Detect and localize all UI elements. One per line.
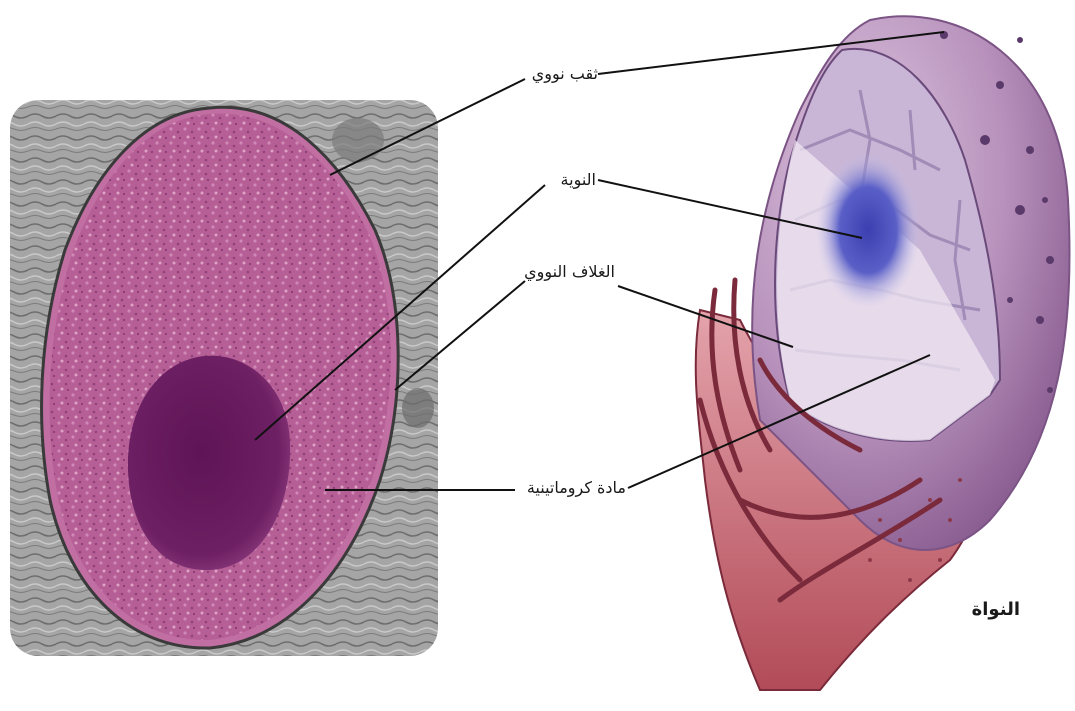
micrograph xyxy=(10,100,438,656)
organelle xyxy=(332,118,384,162)
label-nuclear-envelope: الغلاف النووي xyxy=(515,262,615,282)
label-nuclear-pore: ثقب نووي xyxy=(528,64,598,84)
label-chromatin: مادة كروماتينية xyxy=(510,478,626,498)
organelle xyxy=(402,388,434,428)
label-nucleolus: النوية xyxy=(546,170,596,190)
figure-title: النواة xyxy=(954,600,1020,620)
nucleus-3d-model xyxy=(696,16,1070,690)
nucleolus-3d xyxy=(816,152,920,308)
